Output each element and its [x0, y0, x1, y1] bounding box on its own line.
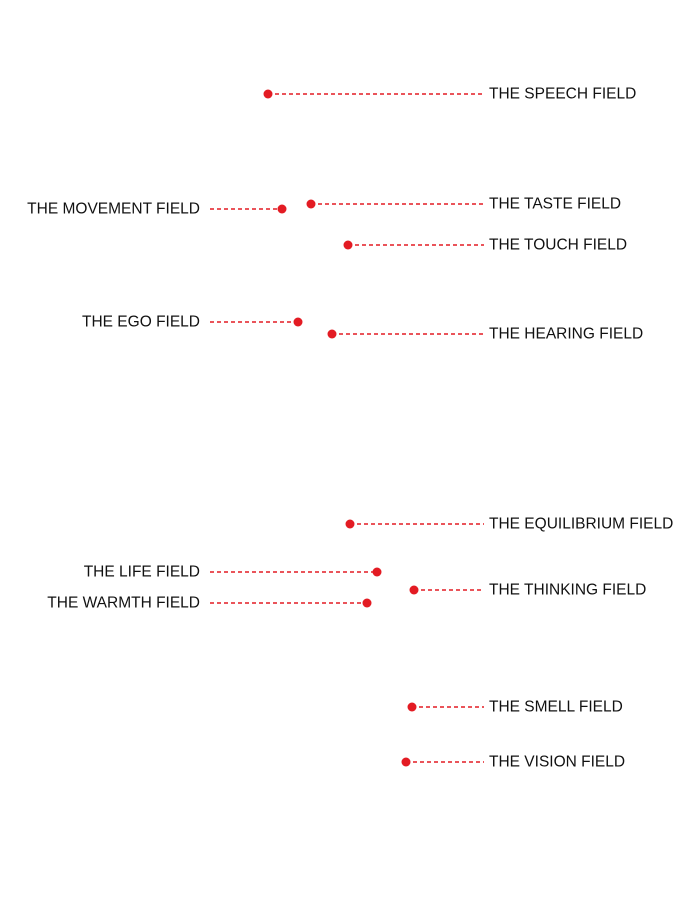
label-smell: THE SMELL FIELD: [489, 699, 623, 716]
label-taste: THE TASTE FIELD: [489, 196, 621, 213]
label-equilibrium: THE EQUILIBRIUM FIELD: [489, 516, 673, 533]
marker-dot-taste: [306, 199, 316, 209]
callout-smell: THE SMELL FIELD: [407, 699, 623, 716]
marker-dot-touch: [343, 240, 353, 250]
label-speech: THE SPEECH FIELD: [489, 86, 636, 103]
marker-dot-smell: [407, 702, 417, 712]
label-ego: THE EGO FIELD: [82, 314, 200, 331]
marker-dot-vision: [401, 757, 411, 767]
marker-dot-movement: [277, 204, 287, 214]
marker-dot-thinking: [409, 585, 419, 595]
label-hearing: THE HEARING FIELD: [489, 326, 643, 343]
label-life: THE LIFE FIELD: [84, 564, 200, 581]
callout-equilibrium: THE EQUILIBRIUM FIELD: [345, 516, 673, 533]
marker-dot-life: [372, 567, 382, 577]
marker-dot-speech: [263, 89, 273, 99]
callout-thinking: THE THINKING FIELD: [409, 582, 646, 599]
label-touch: THE TOUCH FIELD: [489, 237, 627, 254]
callout-movement: THE MOVEMENT FIELD: [27, 201, 287, 218]
callout-touch: THE TOUCH FIELD: [343, 237, 627, 254]
callout-vision: THE VISION FIELD: [401, 754, 625, 771]
callout-life: THE LIFE FIELD: [84, 564, 382, 581]
callout-warmth: THE WARMTH FIELD: [47, 595, 372, 612]
marker-dot-warmth: [362, 598, 372, 608]
callout-taste: THE TASTE FIELD: [306, 196, 621, 213]
callout-ego: THE EGO FIELD: [82, 314, 303, 331]
label-thinking: THE THINKING FIELD: [489, 582, 646, 599]
marker-dot-equilibrium: [345, 519, 355, 529]
marker-dot-hearing: [327, 329, 337, 339]
label-vision: THE VISION FIELD: [489, 754, 625, 771]
marker-dot-ego: [293, 317, 303, 327]
callout-speech: THE SPEECH FIELD: [263, 86, 636, 103]
label-movement: THE MOVEMENT FIELD: [27, 201, 200, 218]
label-warmth: THE WARMTH FIELD: [47, 595, 200, 612]
callout-hearing: THE HEARING FIELD: [327, 326, 643, 343]
